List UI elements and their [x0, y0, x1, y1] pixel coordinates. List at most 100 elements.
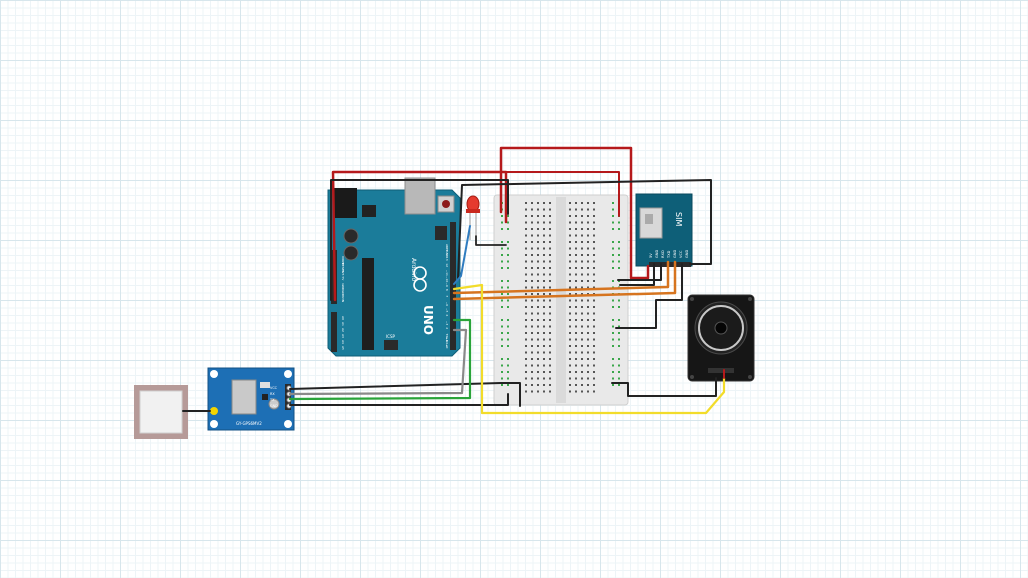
arduino-uno-board[interactable]: Arduino UNO ICSP AREFGND1312~11~10~987~6… [327, 177, 461, 357]
breadboard-hole [587, 260, 589, 263]
breadboard-hole [537, 390, 539, 393]
rail-hole [507, 247, 509, 250]
breadboard-hole [543, 338, 545, 341]
breadboard-hole [543, 280, 545, 282]
wire-green-gps-tx[interactable] [288, 318, 472, 401]
breadboard-hole [581, 306, 583, 308]
breadboard-hole [581, 221, 583, 224]
rail-hole [501, 319, 503, 321]
rail-hole [507, 260, 509, 263]
breadboard-hole [543, 306, 545, 308]
breadboard-hole [549, 338, 551, 341]
breadboard-hole [575, 267, 577, 269]
rail-hole [618, 306, 620, 308]
wire-red-rail[interactable] [505, 171, 620, 217]
rail-hole [507, 371, 509, 373]
breadboard-hole [581, 390, 583, 393]
breadboard-hole [537, 377, 539, 380]
breadboard-hole [575, 208, 577, 211]
wire-orange-rx[interactable] [452, 260, 670, 295]
breadboard-hole [537, 260, 539, 263]
breadboard-hole [581, 299, 583, 302]
breadboard-hole [537, 325, 539, 328]
rail-hole [507, 254, 509, 256]
speaker[interactable] [687, 294, 755, 382]
wire-black-led[interactable] [475, 235, 507, 246]
wire-black-gps-vcc[interactable] [289, 382, 521, 407]
wire-yellow-speaker[interactable] [452, 283, 726, 415]
breadboard-hole [593, 345, 595, 347]
gps-patch-antenna[interactable] [134, 385, 188, 439]
breadboard-hole [543, 254, 545, 256]
breadboard-hole [525, 332, 527, 334]
rail-hole [612, 215, 614, 217]
breadboard-hole [531, 215, 533, 217]
wire-gray-gps-rx[interactable] [288, 328, 468, 396]
rail-hole [618, 228, 620, 230]
rail-hole [618, 332, 620, 334]
rail-hole [612, 221, 614, 224]
breadboard-hole [537, 312, 539, 315]
breadboard-hole [549, 364, 551, 367]
breadboard-hole [537, 364, 539, 367]
wire-black-gps-gnd[interactable] [289, 393, 509, 406]
wire-blue-led[interactable] [453, 225, 471, 285]
breadboard-hole [525, 384, 527, 386]
wire-red-top-loop[interactable] [499, 146, 650, 280]
wire-black-gnd-top[interactable] [330, 179, 509, 301]
rail-hole [612, 247, 614, 250]
breadboard-hole [525, 299, 527, 302]
breadboard-hole [569, 345, 571, 347]
breadboard-hole [575, 273, 577, 276]
rail-hole [501, 280, 503, 282]
red-led[interactable] [466, 195, 480, 240]
rail-hole [618, 364, 620, 367]
rail-hole [612, 241, 614, 243]
breadboard-hole [593, 306, 595, 308]
rail-hole [612, 254, 614, 256]
wire-black-speaker[interactable] [611, 377, 717, 397]
wire-black-sim-gnd[interactable] [617, 263, 662, 281]
breadboard-hole [575, 254, 577, 256]
breadboard-hole [575, 299, 577, 302]
breadboard-hole [549, 202, 551, 204]
breadboard-hole [581, 241, 583, 243]
rail-hole [618, 319, 620, 321]
wire-orange-tx[interactable] [452, 260, 677, 301]
wire-black-gnd-sim[interactable] [457, 179, 712, 279]
breadboard-hole [525, 312, 527, 315]
breadboard-hole [587, 338, 589, 341]
breadboard-hole [543, 384, 545, 386]
breadboard-hole [581, 364, 583, 367]
breadboard-hole [587, 358, 589, 360]
pin-label: ~9 [445, 282, 449, 287]
rail-hole [507, 377, 509, 380]
breadboard-hole [549, 332, 551, 334]
wire-black-sim-5v[interactable] [619, 263, 655, 286]
wire-red-5v[interactable] [331, 170, 508, 302]
breadboard-hole [575, 319, 577, 321]
breadboard-hole [569, 208, 571, 211]
pin-label: TX►1 [445, 333, 449, 342]
breadboard-hole [569, 332, 571, 334]
breadboard-hole [569, 384, 571, 386]
breadboard-hole [549, 228, 551, 230]
breadboard-hole [549, 286, 551, 289]
pin-label: A3 [341, 334, 345, 338]
breadboard-hole [525, 377, 527, 380]
digital-header [450, 222, 456, 350]
breadboard-hole [569, 202, 571, 204]
capacitor [343, 228, 359, 244]
breadboard[interactable] [493, 194, 629, 406]
wire-black-sim-gnd2[interactable] [615, 263, 683, 329]
pin-label: RESET [341, 263, 345, 273]
pin-label: A0 [341, 316, 345, 320]
breadboard-hole [549, 319, 551, 321]
rail-hole [612, 208, 614, 211]
breadboard-hole [587, 273, 589, 276]
breadboard-hole [575, 215, 577, 217]
breadboard-hole [543, 267, 545, 269]
pin-label: ~11 [445, 270, 449, 276]
